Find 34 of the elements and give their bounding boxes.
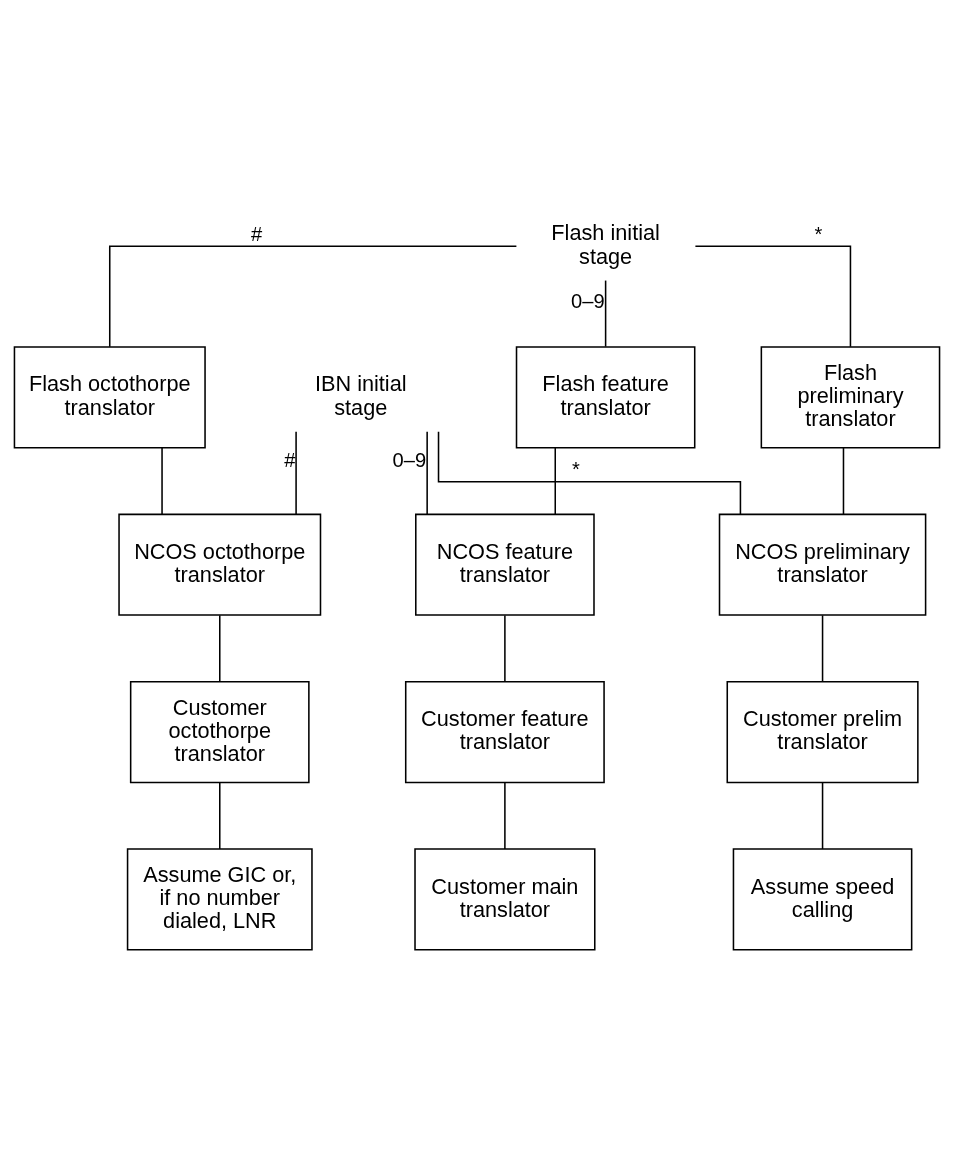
connector [161, 447, 163, 515]
connector [426, 430, 428, 515]
node-box: Customer feature translator [404, 680, 605, 784]
node-box: NCOS preliminary translator [718, 513, 927, 616]
connector [821, 614, 824, 683]
connector [219, 782, 221, 850]
connector [219, 614, 221, 683]
connector [108, 245, 518, 348]
connector [437, 430, 742, 515]
edge-label: * [814, 222, 823, 245]
connector [295, 430, 297, 515]
connector [842, 447, 845, 515]
connector [554, 447, 557, 515]
node-box: Flash preliminary translator [760, 346, 941, 449]
node-box: Flash octothorpe translator [13, 346, 206, 449]
node-box: NCOS feature translator [415, 513, 595, 616]
node-box: Assume GIC or, if no number dialed, LNR [126, 848, 313, 951]
connector [694, 245, 852, 348]
node-box: Flash feature translator [515, 346, 696, 449]
connector [504, 782, 506, 850]
node-text: IBN initial stage [314, 371, 407, 420]
node-box: Customer octothorpe translator [129, 680, 310, 784]
connector [604, 279, 607, 348]
node-text: Flash initial stage [551, 220, 660, 269]
node-box: Customer main translator [414, 848, 596, 951]
node-box: NCOS octothorpe translator [118, 513, 322, 616]
connector [504, 614, 506, 683]
edge-label: 0–9 [571, 290, 605, 313]
connector [821, 782, 824, 850]
node-box: Assume speed calling [732, 848, 913, 951]
edge-label: # [251, 222, 263, 245]
edge-label: 0–9 [392, 449, 427, 472]
node-box: Customer prelim translator [726, 680, 919, 784]
edge-label: * [572, 458, 580, 481]
